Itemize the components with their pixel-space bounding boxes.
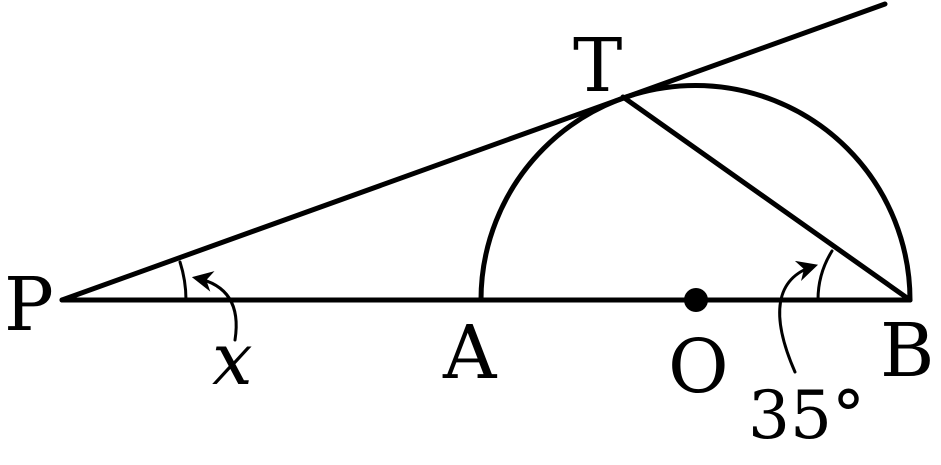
label-o: O xyxy=(668,324,729,410)
angle-label-35: 35° xyxy=(748,377,865,454)
label-p: P xyxy=(4,262,54,348)
semicircle-arc xyxy=(478,83,913,303)
label-b: B xyxy=(880,308,934,394)
label-t: T xyxy=(573,23,622,109)
angle-arc-p xyxy=(178,260,188,302)
label-a: A xyxy=(442,310,498,396)
angle-pointer-35 xyxy=(778,260,819,374)
center-point-o xyxy=(684,288,708,312)
tangent-line-pt xyxy=(59,1,888,303)
angle-label-x: x xyxy=(212,317,253,401)
chord-tb xyxy=(620,94,913,303)
angle-arc-b xyxy=(816,249,834,302)
angle-pointer-x xyxy=(191,271,238,342)
